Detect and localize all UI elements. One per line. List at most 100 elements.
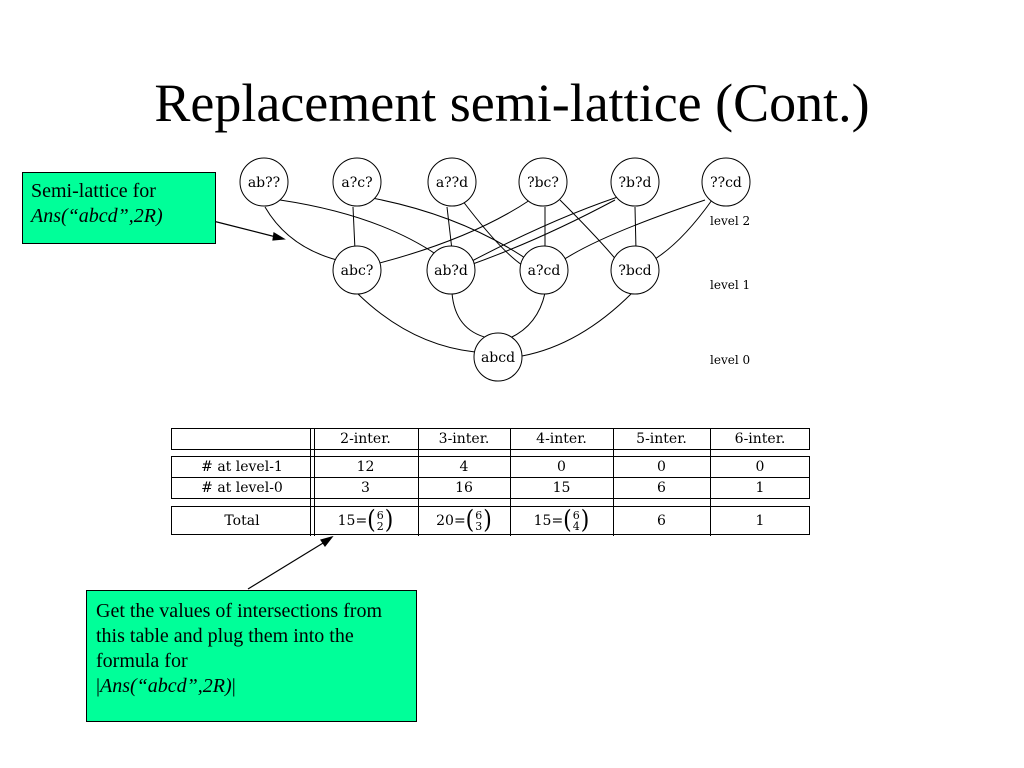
total-cell: 6 xyxy=(657,512,666,529)
table-cell: 1 xyxy=(755,479,765,496)
arrow-to-table xyxy=(247,539,329,590)
table-row-label: # at level-1 xyxy=(201,458,283,475)
binom-k: 3 xyxy=(475,519,483,533)
node-level2 xyxy=(701,157,751,207)
level-label-0: level 0 xyxy=(710,353,750,367)
lattice-edges xyxy=(264,192,713,357)
table-borders xyxy=(171,428,810,536)
node-level2 xyxy=(610,157,660,207)
lattice-nodes xyxy=(239,157,751,382)
table-header-cell xyxy=(171,428,313,450)
node-label: a?c? xyxy=(341,175,372,191)
arrowhead xyxy=(320,535,334,548)
abs-bar-right: | xyxy=(231,675,236,697)
table-header-cell: 3-inter. xyxy=(438,431,490,447)
node-level1 xyxy=(332,245,382,295)
edge xyxy=(634,206,637,251)
arrow-to-lattice xyxy=(212,220,281,239)
binom-k: 2 xyxy=(376,519,384,533)
total-prefix: 20= xyxy=(436,512,466,529)
edge xyxy=(356,292,476,353)
edge xyxy=(521,292,633,357)
edge xyxy=(559,199,619,263)
table-callout: Get the values of intersections from thi… xyxy=(86,590,417,722)
node-level1 xyxy=(426,245,476,295)
total-cell: 1 xyxy=(755,512,765,529)
total-prefix: 15= xyxy=(533,512,564,529)
table-cell: 0 xyxy=(657,458,666,475)
table-cell: 6 xyxy=(657,479,666,496)
table-row-label: Total xyxy=(224,512,260,529)
node-level2 xyxy=(332,157,382,207)
abs-bar-left: | xyxy=(96,675,101,697)
node-label: ?bc? xyxy=(527,175,559,191)
node-level0 xyxy=(473,332,523,382)
arrowhead xyxy=(272,232,286,241)
level-label-2: level 2 xyxy=(710,214,750,228)
node-label: a?cd xyxy=(528,263,561,279)
table-header-cell: 2-inter. xyxy=(340,431,391,447)
node-label: abc? xyxy=(341,263,374,279)
node-label: ab?? xyxy=(248,175,280,191)
table-cell: 15 xyxy=(552,479,571,496)
intersection-table: 2-inter. 3-inter. 4-inter. 5-inter. 6-in… xyxy=(171,428,810,536)
edge xyxy=(451,292,489,339)
edge xyxy=(649,199,713,263)
table-header-cell: 5-inter. xyxy=(636,431,687,447)
binom-n: 6 xyxy=(475,508,483,522)
table-cell: 3 xyxy=(361,479,370,496)
slide-title: Replacement semi-lattice (Cont.) xyxy=(154,73,870,133)
table-header-cell: 6-inter. xyxy=(734,431,786,447)
node-label: ab?d xyxy=(434,263,468,279)
edge xyxy=(559,199,706,263)
edge xyxy=(371,197,526,259)
edge xyxy=(264,206,346,263)
node-level2 xyxy=(427,157,477,207)
table-header-cell: 4-inter. xyxy=(536,431,587,447)
edge xyxy=(461,199,523,266)
table-cell: 4 xyxy=(459,458,469,475)
edge xyxy=(371,199,531,266)
node-label: abcd xyxy=(481,350,515,366)
edge xyxy=(509,292,546,339)
level-label-1: level 1 xyxy=(710,278,750,292)
lattice-callout: Semi-lattice for Ans(“abcd”,2R) xyxy=(22,172,216,244)
binom-n: 6 xyxy=(572,508,580,522)
edge xyxy=(279,199,441,258)
table-cell: 0 xyxy=(755,458,765,475)
callout-text: Get the values of intersections from thi… xyxy=(96,600,383,672)
table-cell: 12 xyxy=(356,458,375,475)
node-label: ?bcd xyxy=(618,263,651,279)
node-label: ??cd xyxy=(710,175,742,191)
table-row-level1: # at level-1 12 4 0 0 0 xyxy=(171,456,810,477)
node-level2 xyxy=(518,157,568,207)
binom-n: 6 xyxy=(376,508,384,522)
table-cell: 16 xyxy=(455,479,473,496)
callout-formula: Ans(“abcd”,2R) xyxy=(100,675,232,697)
edge xyxy=(469,199,616,266)
edge xyxy=(352,206,356,251)
callout-line: Semi-lattice for xyxy=(31,180,156,202)
level-labels: level 2 level 1 level 0 xyxy=(710,214,750,367)
edge xyxy=(446,206,453,251)
callout-formula: Ans(“abcd”,2R) xyxy=(31,205,163,227)
node-labels: ab?? a?c? a??d ?bc? ?b?d ??cd abc? ab?d … xyxy=(248,175,742,366)
node-level2 xyxy=(239,157,289,207)
edge xyxy=(469,192,631,263)
table-header-row: 2-inter. 3-inter. 4-inter. 5-inter. 6-in… xyxy=(171,428,810,450)
table-cell: 0 xyxy=(557,458,566,475)
arrows xyxy=(212,220,334,590)
table-row-level0: # at level-0 3 16 15 6 1 xyxy=(171,477,810,498)
table-row-label: # at level-0 xyxy=(201,479,283,496)
total-prefix: 15= xyxy=(337,512,368,529)
binom-k: 4 xyxy=(572,519,580,533)
node-level1 xyxy=(610,245,660,295)
